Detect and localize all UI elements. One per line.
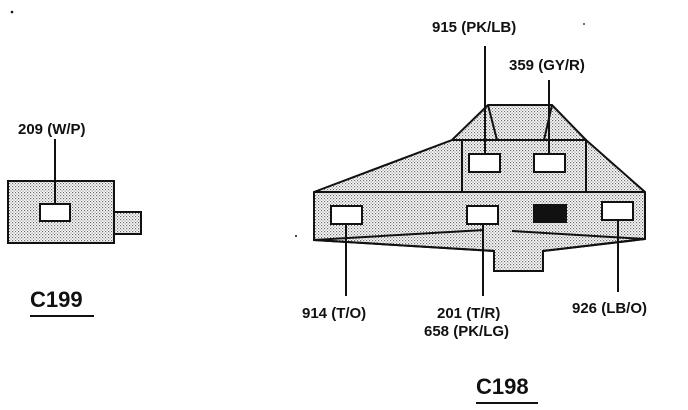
c198-pin-359 <box>533 153 566 173</box>
c198-wire-label-201: 201 (T/R) <box>437 305 500 322</box>
connector-c199: 209 (W/P) C199 <box>7 121 142 317</box>
c199-locking-tab <box>113 211 142 235</box>
c198-pin-914 <box>330 205 363 225</box>
c198-bevel-right-a <box>511 230 646 240</box>
c199-wire-label-209: 209 (W/P) <box>18 121 86 138</box>
c198-pin-915 <box>468 153 501 173</box>
c198-bevel-left-b <box>313 239 495 252</box>
c199-title: C199 <box>30 287 83 312</box>
c198-pin-926 <box>601 201 634 221</box>
c198-title: C198 <box>476 374 529 399</box>
c198-wire-label-658: 658 (PK/LG) <box>424 323 509 340</box>
c198-pin-empty-filled <box>533 204 567 223</box>
c198-pin-201 <box>466 205 499 225</box>
c198-bevel-left-a <box>313 229 485 241</box>
c198-wire-label-914: 914 (T/O) <box>302 305 366 322</box>
c198-bevel-right-b <box>542 238 646 252</box>
speck-mark <box>10 10 14 14</box>
speck-mark <box>583 23 585 25</box>
c198-wire-label-926: 926 (LB/O) <box>572 300 647 317</box>
connector-c198: 915 (PK/LB) 359 (GY/R) 914 (T/O) 201 (T/… <box>302 19 647 404</box>
speck-mark <box>295 235 297 237</box>
c198-wire-label-915: 915 (PK/LB) <box>432 19 516 36</box>
c198-key-edge-left <box>487 104 498 141</box>
c198-wire-label-359: 359 (GY/R) <box>509 57 585 74</box>
c199-pin <box>39 203 71 222</box>
